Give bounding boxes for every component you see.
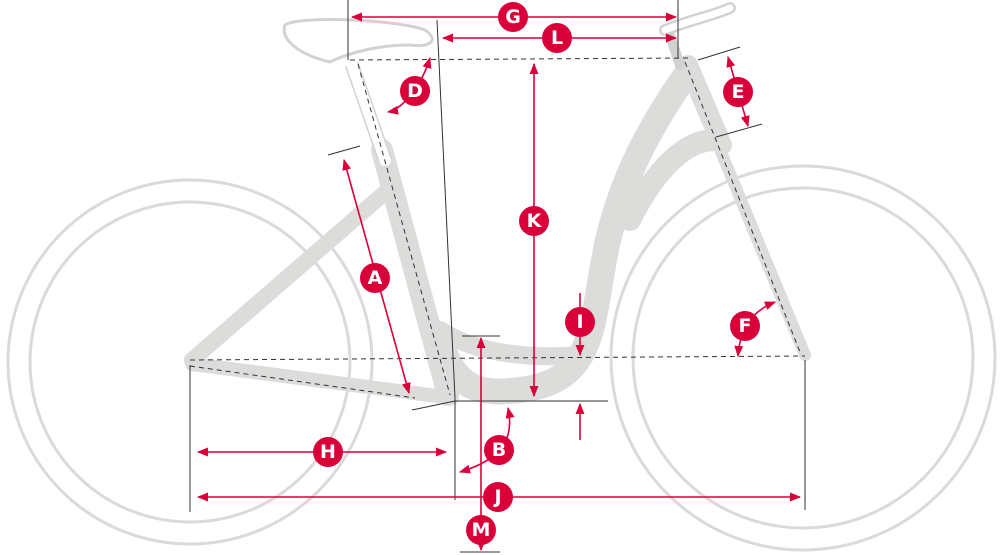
svg-text:A: A [368, 267, 383, 289]
label-k: K [519, 206, 549, 236]
svg-text:K: K [527, 210, 543, 232]
label-a: A [360, 263, 390, 293]
svg-text:I: I [576, 311, 583, 333]
seatpost [346, 59, 391, 166]
svg-text:D: D [407, 80, 423, 102]
label-j: J [483, 482, 513, 512]
svg-text:E: E [732, 81, 745, 103]
label-b: B [484, 435, 514, 465]
svg-text:G: G [505, 6, 521, 28]
label-g: G [498, 2, 528, 32]
label-e: E [723, 77, 753, 107]
bottom-curve [431, 321, 589, 366]
chainstay [185, 357, 459, 405]
svg-text:J: J [492, 486, 501, 508]
svg-text:L: L [551, 27, 563, 49]
svg-text:F: F [739, 315, 752, 337]
label-m: M [466, 515, 496, 545]
label-f: F [730, 311, 760, 341]
top-tube [184, 182, 396, 368]
label-d: D [400, 76, 430, 106]
label-l: L [542, 23, 572, 53]
label-h: H [313, 437, 343, 467]
saddle [282, 18, 434, 64]
svg-text:M: M [472, 519, 491, 541]
brace-tube [619, 129, 726, 231]
guide-lines [189, 0, 806, 553]
fork [706, 124, 811, 361]
dimension-labels: G L D E K A I F B H J M [313, 2, 760, 545]
svg-text:H: H [320, 441, 336, 463]
bike-frame [184, 2, 811, 406]
svg-text:B: B [492, 439, 506, 461]
label-i: I [565, 307, 595, 337]
front-wheel [609, 164, 997, 552]
